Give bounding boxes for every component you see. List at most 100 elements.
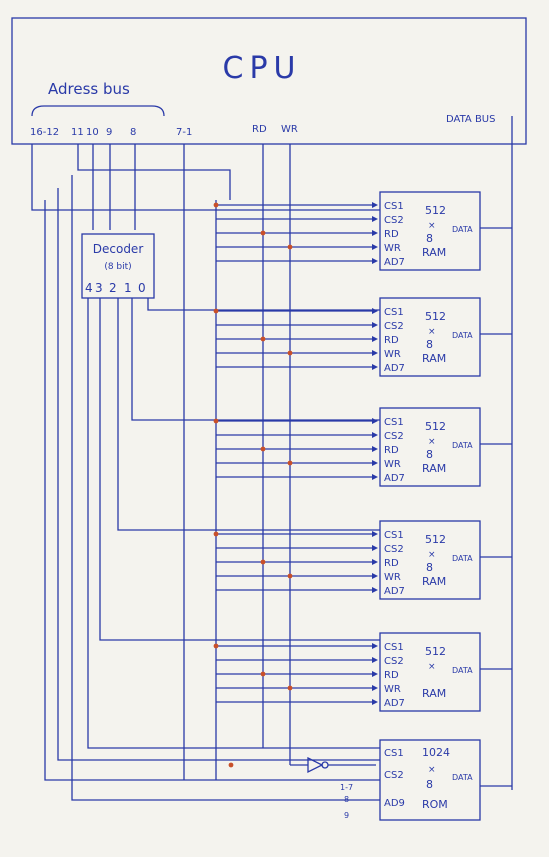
ram-times: × (428, 327, 436, 337)
junction-dot (213, 418, 219, 424)
arrow-icon (372, 202, 378, 208)
arrow-icon (372, 432, 378, 438)
rom-input-8: 8 (344, 795, 349, 804)
decoder-output-1: 1 (124, 281, 132, 295)
devices-group: CS1CS2RDWRAD7512×8RAMDATACS1CS2RDWRAD751… (216, 191, 512, 821)
arrow-icon (372, 230, 378, 236)
ram-pin-label: RD (384, 558, 399, 569)
ram-kind: RAM (422, 246, 446, 259)
pin-wr: WR (281, 124, 298, 135)
inverter-icon (290, 756, 324, 774)
arrow-icon (372, 322, 378, 328)
pin-8: 8 (130, 127, 136, 138)
dec-wire (87, 298, 380, 749)
ram-pin-label: WR (384, 349, 401, 360)
cpu-box (11, 17, 527, 145)
ram-pin-label: WR (384, 684, 401, 695)
ram-kind: RAM (422, 352, 446, 365)
rom-kind: ROM (422, 798, 448, 811)
ram-pin-label: AD7 (384, 257, 405, 268)
arrow-icon (372, 418, 378, 424)
junction-dot (260, 336, 266, 342)
arrow-icon (372, 559, 378, 565)
ram-pin-label: AD7 (384, 586, 405, 597)
ram-data-label: DATA (452, 225, 473, 234)
ram-kind: RAM (422, 462, 446, 475)
junction-dots (213, 202, 293, 768)
ram-pin-label: CS1 (384, 642, 404, 653)
ram-times: × (428, 662, 436, 672)
ram-size-top: 512 (425, 645, 446, 658)
pin-rd: RD (252, 124, 267, 135)
addr-wire (44, 200, 380, 781)
ram-pin-label: CS2 (384, 656, 404, 667)
decoder-output-4: 4 (85, 281, 93, 295)
junction-dot (287, 244, 293, 250)
ram-pin-label: RD (384, 445, 399, 456)
junction-dot (228, 762, 234, 768)
ram-pin-label: WR (384, 459, 401, 470)
arrow-icon (372, 350, 378, 356)
ram-data-label: DATA (452, 331, 473, 340)
dec-wire (117, 298, 380, 531)
arrow-icon (372, 657, 378, 663)
rom-data-label: DATA (452, 773, 473, 782)
ram-times: × (428, 550, 436, 560)
ram-pin-label: CS1 (384, 417, 404, 428)
arrow-icon (372, 460, 378, 466)
ram-data-label: DATA (452, 441, 473, 450)
rom-cs2: CS2 (384, 770, 404, 781)
arrow-icon (372, 587, 378, 593)
addr-wire (57, 188, 380, 761)
arrow-icon (372, 531, 378, 537)
junction-dot (213, 531, 219, 537)
decoder-subtitle: (8 bit) (104, 262, 131, 272)
arrow-icon (372, 244, 378, 250)
junction-dot (287, 685, 293, 691)
ram-box (379, 407, 481, 487)
ram-pin-label: AD7 (384, 473, 405, 484)
junction-dot (213, 202, 219, 208)
ram-data-label: DATA (452, 666, 473, 675)
pin-10: 10 (86, 127, 99, 138)
ram-size-bottom: 8 (426, 338, 433, 351)
ram-pin-label: AD7 (384, 698, 405, 709)
decoder-title: Decoder (93, 242, 144, 256)
cpu-title: CPU (223, 51, 302, 86)
ram-times: × (428, 221, 436, 231)
rom-box (379, 739, 481, 821)
ram-pin-label: CS2 (384, 215, 404, 226)
pin-7-1: 7-1 (176, 127, 192, 138)
arrow-icon (372, 474, 378, 480)
ram-size-bottom: 8 (426, 448, 433, 461)
arrow-icon (372, 699, 378, 705)
ram-size-bottom: 8 (426, 232, 433, 245)
pin-9: 9 (106, 127, 112, 138)
arrow-icon (372, 545, 378, 551)
ram-box (379, 632, 481, 712)
ram-box (379, 520, 481, 600)
dec-wire (99, 298, 380, 641)
ram-pin-label: WR (384, 243, 401, 254)
ram-pin-label: RD (384, 229, 399, 240)
address-bus-brace (31, 105, 165, 117)
decoder-output-2: 2 (109, 281, 117, 295)
rom-size-top: 1024 (422, 746, 450, 759)
addr-wire (31, 144, 380, 211)
junction-dot (287, 573, 293, 579)
addr-wire (71, 175, 380, 801)
junction-dot (260, 559, 266, 565)
arrow-icon (372, 446, 378, 452)
ram-pin-label: CS1 (384, 201, 404, 212)
data-bus-label: DATA BUS (446, 114, 495, 125)
junction-dot (260, 671, 266, 677)
arrow-icon (372, 258, 378, 264)
ram-kind: RAM (422, 575, 446, 588)
arrow-icon (372, 573, 378, 579)
